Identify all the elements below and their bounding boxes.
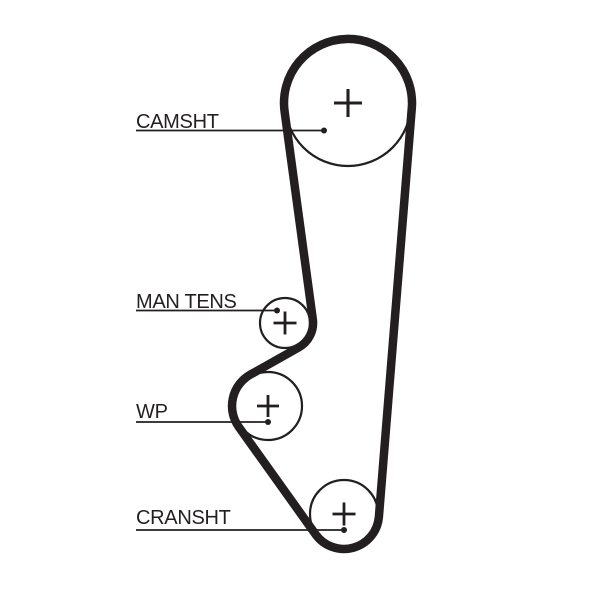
callout-dot-cransht	[341, 527, 347, 533]
timing-belt	[227, 34, 417, 554]
callout-dot-man-tens	[274, 307, 280, 314]
callout-dot-camsht	[321, 127, 327, 134]
label-wp: WP	[136, 401, 168, 423]
callout-dot-wp	[265, 419, 271, 425]
label-man-tens: MAN TENS	[136, 291, 237, 313]
label-camsht: CAMSHT	[136, 111, 219, 133]
label-cransht: CRANSHT	[136, 507, 231, 529]
